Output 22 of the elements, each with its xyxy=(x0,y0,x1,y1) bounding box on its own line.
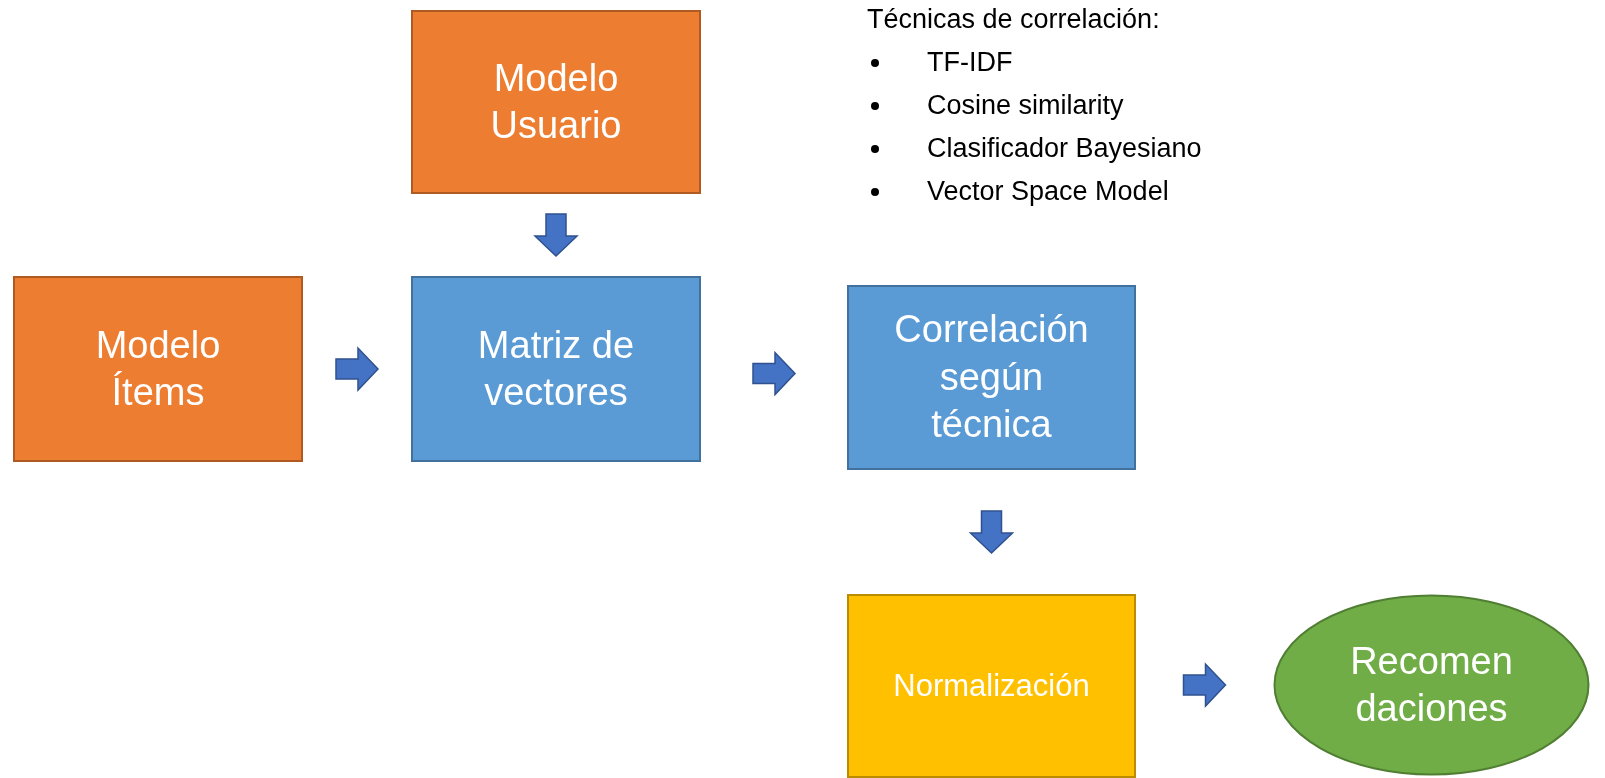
block-arrow xyxy=(1182,662,1227,708)
block-arrow xyxy=(968,510,1015,555)
node-label: Correlación según técnica xyxy=(893,307,1090,448)
list-heading: Técnicas de correlación: xyxy=(867,3,1160,36)
node-label: Matriz de vectores xyxy=(476,322,636,415)
list-item: Vector Space Model xyxy=(927,175,1169,208)
node-label: Recomen daciones xyxy=(1349,638,1514,731)
block-arrow xyxy=(533,213,579,258)
list-item: Clasificador Bayesiano xyxy=(927,132,1202,165)
block-arrow xyxy=(752,350,797,397)
process-box xyxy=(847,285,1136,470)
process-box xyxy=(411,10,701,194)
terminal-ellipse xyxy=(1273,594,1590,776)
block-arrow xyxy=(335,346,380,392)
node-label: Modelo Ítems xyxy=(94,322,222,415)
node-label: Modelo Usuario xyxy=(489,55,623,148)
node-label: Normalización xyxy=(893,666,1090,705)
process-box xyxy=(411,276,701,462)
list-item: TF-IDF xyxy=(927,46,1013,79)
process-box xyxy=(847,594,1136,778)
process-box xyxy=(13,276,303,462)
list-item: Cosine similarity xyxy=(927,89,1124,122)
